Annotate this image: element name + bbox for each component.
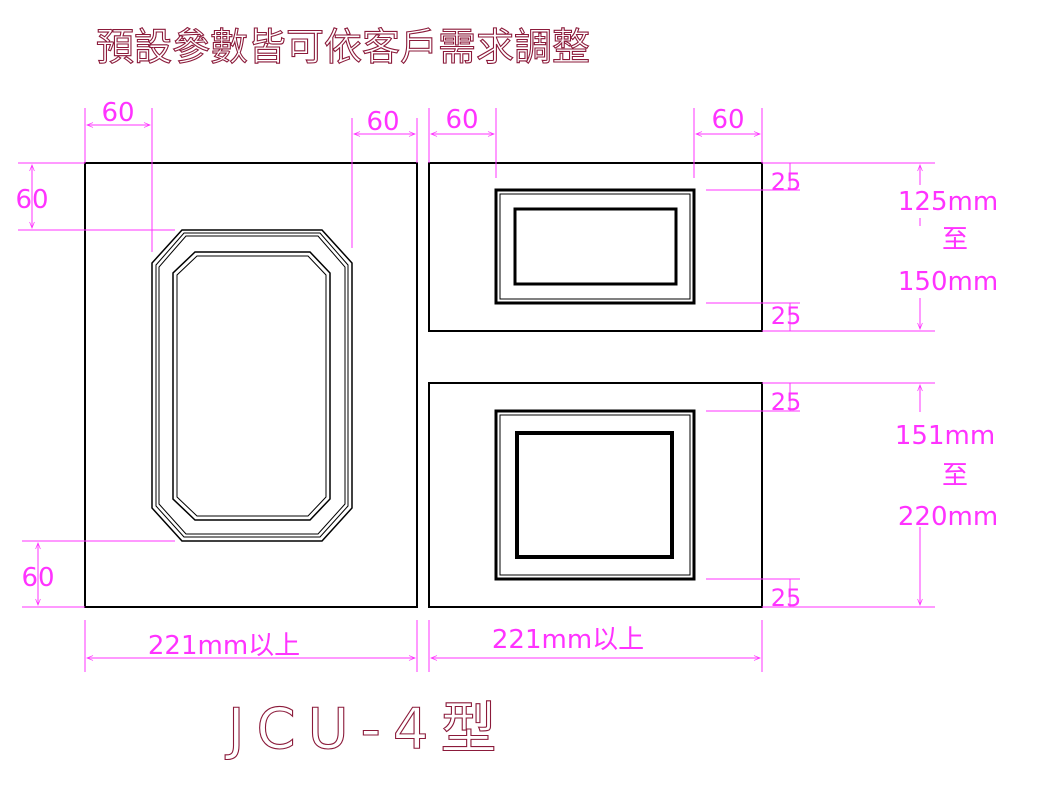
- right-bottom-height-to-word: 至: [942, 461, 968, 491]
- right-bottom-height-to: 220mm: [898, 502, 998, 532]
- right-top-frame-outer: [494, 188, 696, 305]
- left-frame-inner-2: [176, 255, 327, 517]
- right-top-frame-inner: [513, 207, 678, 286]
- right-top-top-margin: 25: [771, 168, 802, 196]
- right-bottom-height-from: 151mm: [895, 421, 995, 451]
- title-text: 預設參數皆可依客戶需求調整: [96, 25, 590, 69]
- right-bottom-frame-outer: [494, 409, 696, 581]
- left-frame-outer: [151, 229, 353, 542]
- left-panel-bottom-margin: 60: [21, 563, 54, 593]
- model-label: JCU-4型: [225, 697, 508, 762]
- right-bottom-width: 221mm以上: [492, 625, 644, 655]
- right-top-height-to-word: 至: [942, 225, 968, 255]
- right-top-panel-outline: [428, 162, 763, 332]
- right-bottom-frame-ring: [499, 414, 691, 576]
- right-bottom-frame-inner: [515, 431, 674, 559]
- right-top-frame-ring: [499, 193, 691, 300]
- left-frame-ring-2: [155, 232, 349, 538]
- left-panel-top-right-margin: 60: [366, 107, 399, 137]
- left-frame-inner: [172, 251, 331, 521]
- right-bottom-panel-outline: [428, 382, 763, 608]
- right-bottom-top-margin: 25: [771, 388, 802, 416]
- left-panel-outline: [84, 162, 418, 608]
- right-top-left-margin: 60: [445, 105, 478, 135]
- left-panel-top-margin: 60: [15, 185, 48, 215]
- left-panel-top-left-margin: 60: [101, 98, 134, 128]
- right-top-height-to: 150mm: [898, 267, 998, 297]
- left-frame-ring-3: [158, 235, 346, 535]
- right-top-bottom-margin: 25: [771, 302, 802, 330]
- right-top-height-from: 125mm: [898, 187, 998, 217]
- right-bottom-bottom-margin: 25: [771, 584, 802, 612]
- left-panel-width: 221mm以上: [148, 631, 300, 661]
- right-top-right-margin: 60: [711, 105, 744, 135]
